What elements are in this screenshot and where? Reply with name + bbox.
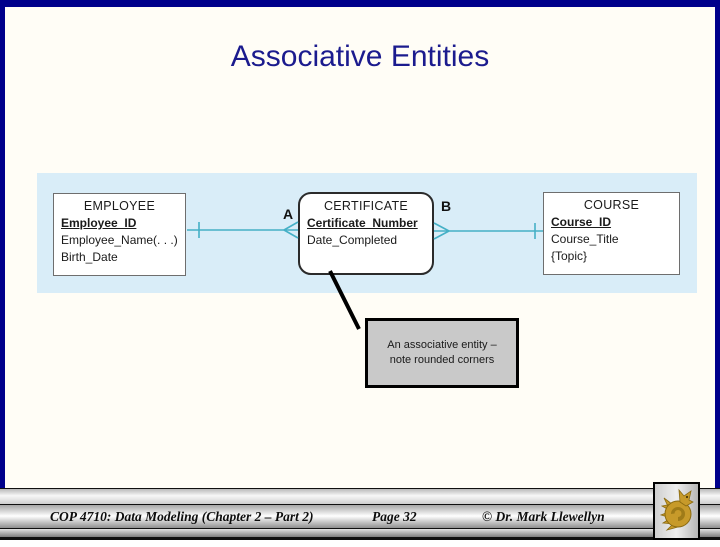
slide-title: Associative Entities <box>230 40 490 73</box>
footer-band-top <box>0 489 720 504</box>
relationship-label-a: A <box>283 206 294 222</box>
attribute-row: Certificate_Number <box>307 216 418 230</box>
footer-copyright: © Dr. Mark Llewellyn <box>482 509 605 524</box>
entity-box-certificate: CERTIFICATE Certificate_Number Date_Comp… <box>298 192 434 275</box>
callout-text-line2: note rounded corners <box>389 354 495 366</box>
entity-title: COURSE <box>583 198 640 212</box>
footer-course-label: COP 4710: Data Modeling (Chapter 2 – Par… <box>50 509 314 524</box>
attribute-row: Birth_Date <box>61 250 118 264</box>
attribute-row: Course_ID <box>551 215 612 229</box>
entity-attributes: Employee_ID Employee_Name(. . .) Birth_D… <box>54 213 185 266</box>
attribute-row: Course_Title <box>551 232 619 246</box>
entity-attributes: Course_ID Course_Title {Topic} <box>544 212 679 265</box>
footer-page-number: Page 32 <box>372 509 417 524</box>
logo-panel <box>653 482 700 540</box>
entity-box-employee: EMPLOYEE Employee_ID Employee_Name(. . .… <box>53 193 186 276</box>
attribute-row: Employee_Name(. . .) <box>61 233 178 247</box>
entity-title: EMPLOYEE <box>83 199 156 213</box>
footer-band-middle <box>0 505 720 528</box>
ucf-pegasus-logo-icon <box>658 484 696 539</box>
footer-band-bottom <box>0 529 720 537</box>
entity-attributes: Certificate_Number Date_Completed <box>300 213 432 249</box>
entity-box-course: COURSE Course_ID Course_Title {Topic} <box>543 192 680 275</box>
callout-box: An associative entity – note rounded cor… <box>365 318 519 388</box>
attribute-row: Date_Completed <box>307 233 398 247</box>
callout-text-line1: An associative entity – <box>387 339 497 351</box>
attribute-row: Employee_ID <box>61 216 137 230</box>
footer-bar: COP 4710: Data Modeling (Chapter 2 – Par… <box>0 488 720 540</box>
attribute-row: {Topic} <box>551 249 588 263</box>
footer-text: COP 4710: Data Modeling (Chapter 2 – Par… <box>0 505 720 528</box>
entity-title: CERTIFICATE <box>323 199 409 213</box>
relationship-label-b: B <box>441 198 452 214</box>
